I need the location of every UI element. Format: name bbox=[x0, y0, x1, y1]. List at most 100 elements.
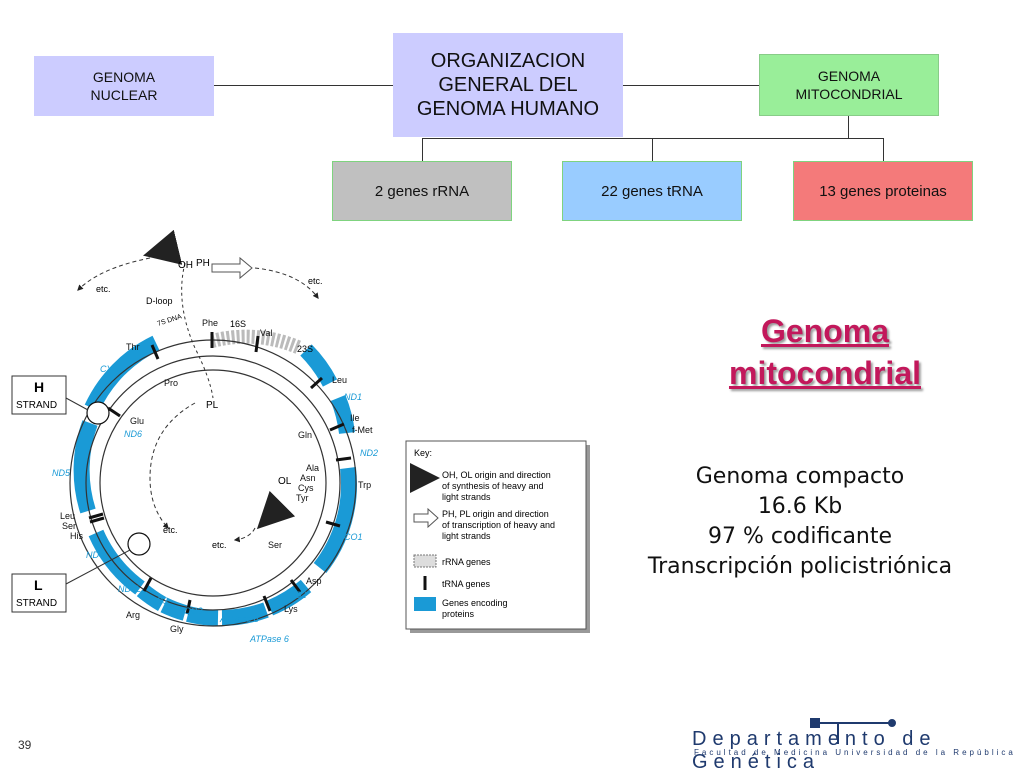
gene-nd5 bbox=[73, 420, 98, 514]
dloop-label: D-loop bbox=[146, 296, 173, 306]
h-strand-marker bbox=[86, 401, 110, 425]
trna-label: Trp bbox=[358, 480, 371, 490]
h-strand-pointer bbox=[65, 397, 89, 411]
connector-rrna bbox=[422, 138, 423, 161]
connector-children-bar bbox=[422, 138, 884, 139]
key-ph-line: light strands bbox=[442, 531, 491, 541]
protein-label: ND5 bbox=[52, 468, 71, 478]
etc-label-2: etc. bbox=[308, 276, 323, 286]
etc-label-4: etc. bbox=[212, 540, 227, 550]
protein-label: ATPase 6 bbox=[249, 634, 289, 644]
7s-dna-label: 7S DNA bbox=[156, 313, 183, 328]
mito-genome-box: GENOMA MITOCONDRIAL bbox=[759, 54, 939, 116]
trna-genes-box: 22 genes tRNA bbox=[562, 161, 742, 221]
arc-dloop bbox=[181, 262, 214, 399]
inner-circle bbox=[99, 369, 327, 597]
title-box: ORGANIZACION GENERAL DEL GENOMA HUMANO bbox=[393, 33, 623, 137]
rrna-ring bbox=[210, 329, 303, 355]
rrna-label: 23S bbox=[297, 344, 313, 354]
connector-nuclear bbox=[214, 85, 393, 86]
nuclear-genome-box: GENOMA NUCLEAR bbox=[34, 56, 214, 116]
h-strand-label: H bbox=[34, 379, 44, 395]
trna-label: His bbox=[70, 531, 83, 541]
trna-label: Leu bbox=[60, 511, 75, 521]
key-oh-line: of synthesis of heavy and bbox=[442, 481, 544, 491]
fact-item: Genoma compacto bbox=[695, 464, 905, 489]
title-line: GENERAL DEL bbox=[438, 74, 578, 96]
heading-line: mitocondrial bbox=[728, 355, 921, 391]
title-line: GENOMA HUMANO bbox=[416, 98, 600, 120]
rrna-label: 16S bbox=[230, 319, 246, 329]
key-ph-line: PH, PL origin and direction bbox=[442, 509, 549, 519]
oh-arrow bbox=[142, 229, 183, 265]
key-oh-line: OH, OL origin and direction bbox=[442, 470, 551, 480]
h-strand-box bbox=[11, 375, 67, 415]
gene-co2 bbox=[266, 579, 312, 616]
protein-label: CYB bbox=[100, 364, 119, 374]
trna-label: Asp bbox=[306, 576, 322, 586]
ol-label: OL bbox=[278, 476, 292, 487]
arc-inner-bottom bbox=[233, 527, 256, 543]
gene-atpase bbox=[221, 602, 269, 626]
trna-label: Ile bbox=[350, 413, 360, 423]
l-strand-sub: STRAND bbox=[16, 598, 57, 609]
mito-line: MITOCONDRIAL bbox=[795, 86, 903, 102]
key-rrna-label: rRNA genes bbox=[442, 557, 491, 567]
genoma-mitocondrial-heading: Genoma mitocondrial bbox=[680, 310, 970, 394]
key-rrna-swatch bbox=[413, 554, 437, 568]
trna-label: Cys bbox=[298, 483, 314, 493]
protein-label: ND4L bbox=[118, 584, 141, 594]
gene-co1 bbox=[313, 467, 357, 573]
slide-number: 39 bbox=[18, 738, 32, 752]
oh-label: OH bbox=[178, 260, 193, 271]
protein-label: ND1 bbox=[344, 392, 362, 402]
title-line: ORGANIZACION bbox=[430, 50, 586, 72]
trna-label: Ser bbox=[268, 540, 282, 550]
trna-label: Tyr bbox=[296, 493, 309, 503]
ph-label: PH bbox=[196, 258, 210, 269]
key-protein-line: Genes encoding bbox=[442, 598, 508, 608]
etc-label-3: etc. bbox=[163, 525, 178, 535]
key-protein-line: proteins bbox=[442, 609, 475, 619]
protein-label: ND6 bbox=[124, 429, 142, 439]
pl-label: PL bbox=[206, 400, 219, 411]
facts-list: Genoma compacto 16.6 Kb 97 % codificante… bbox=[610, 462, 990, 582]
fact-item: 97 % codificante bbox=[707, 524, 893, 549]
trna-label: Gln bbox=[298, 430, 312, 440]
mid-circle bbox=[85, 355, 341, 611]
trna-label: Asn bbox=[300, 473, 316, 483]
l-strand-marker bbox=[127, 532, 151, 556]
arc-top-right bbox=[254, 267, 319, 299]
fact-item: 16.6 Kb bbox=[757, 494, 843, 519]
h-strand-sub: STRAND bbox=[16, 400, 57, 411]
department-subtitle: Facultad de Medicina Universidad de la R… bbox=[694, 748, 1016, 757]
protein-label: ND3 bbox=[150, 596, 168, 606]
protein-label: CO1 bbox=[344, 532, 363, 542]
l-strand-label: L bbox=[34, 577, 43, 593]
nuclear-line: GENOMA bbox=[92, 69, 156, 85]
trna-label: Pro bbox=[164, 378, 178, 388]
trna-label: Ser bbox=[62, 521, 76, 531]
trna-label: Leu bbox=[332, 375, 347, 385]
mito-line: GENOMA bbox=[817, 68, 881, 84]
key-ph-line: of transcription of heavy and bbox=[442, 520, 555, 530]
trna-label: Thr bbox=[126, 342, 140, 352]
protein-label: ND4 bbox=[86, 550, 104, 560]
rrna-genes-box: 2 genes rRNA bbox=[332, 161, 512, 221]
key-protein-swatch bbox=[414, 597, 436, 611]
ol-arrow bbox=[256, 490, 296, 530]
mito-genome-map: H STRAND L STRAND OH PH PL OL D-loop 7S … bbox=[11, 229, 590, 644]
gene-nd1 bbox=[300, 344, 338, 387]
trna-label: f-Met bbox=[352, 425, 373, 435]
protein-genes-box: 13 genes proteinas bbox=[793, 161, 973, 221]
key-title: Key: bbox=[414, 448, 432, 458]
nuclear-line: NUCLEAR bbox=[90, 87, 158, 103]
etc-label-1: etc. bbox=[96, 284, 111, 294]
protein-label: ND2 bbox=[360, 448, 378, 458]
gene-nd4l bbox=[136, 583, 167, 611]
connector-mito bbox=[623, 85, 759, 86]
trna-label: Lys bbox=[284, 604, 298, 614]
trna-label: Glu bbox=[130, 416, 144, 426]
trna-ticks bbox=[88, 332, 352, 615]
connector-mito-down bbox=[848, 116, 849, 138]
